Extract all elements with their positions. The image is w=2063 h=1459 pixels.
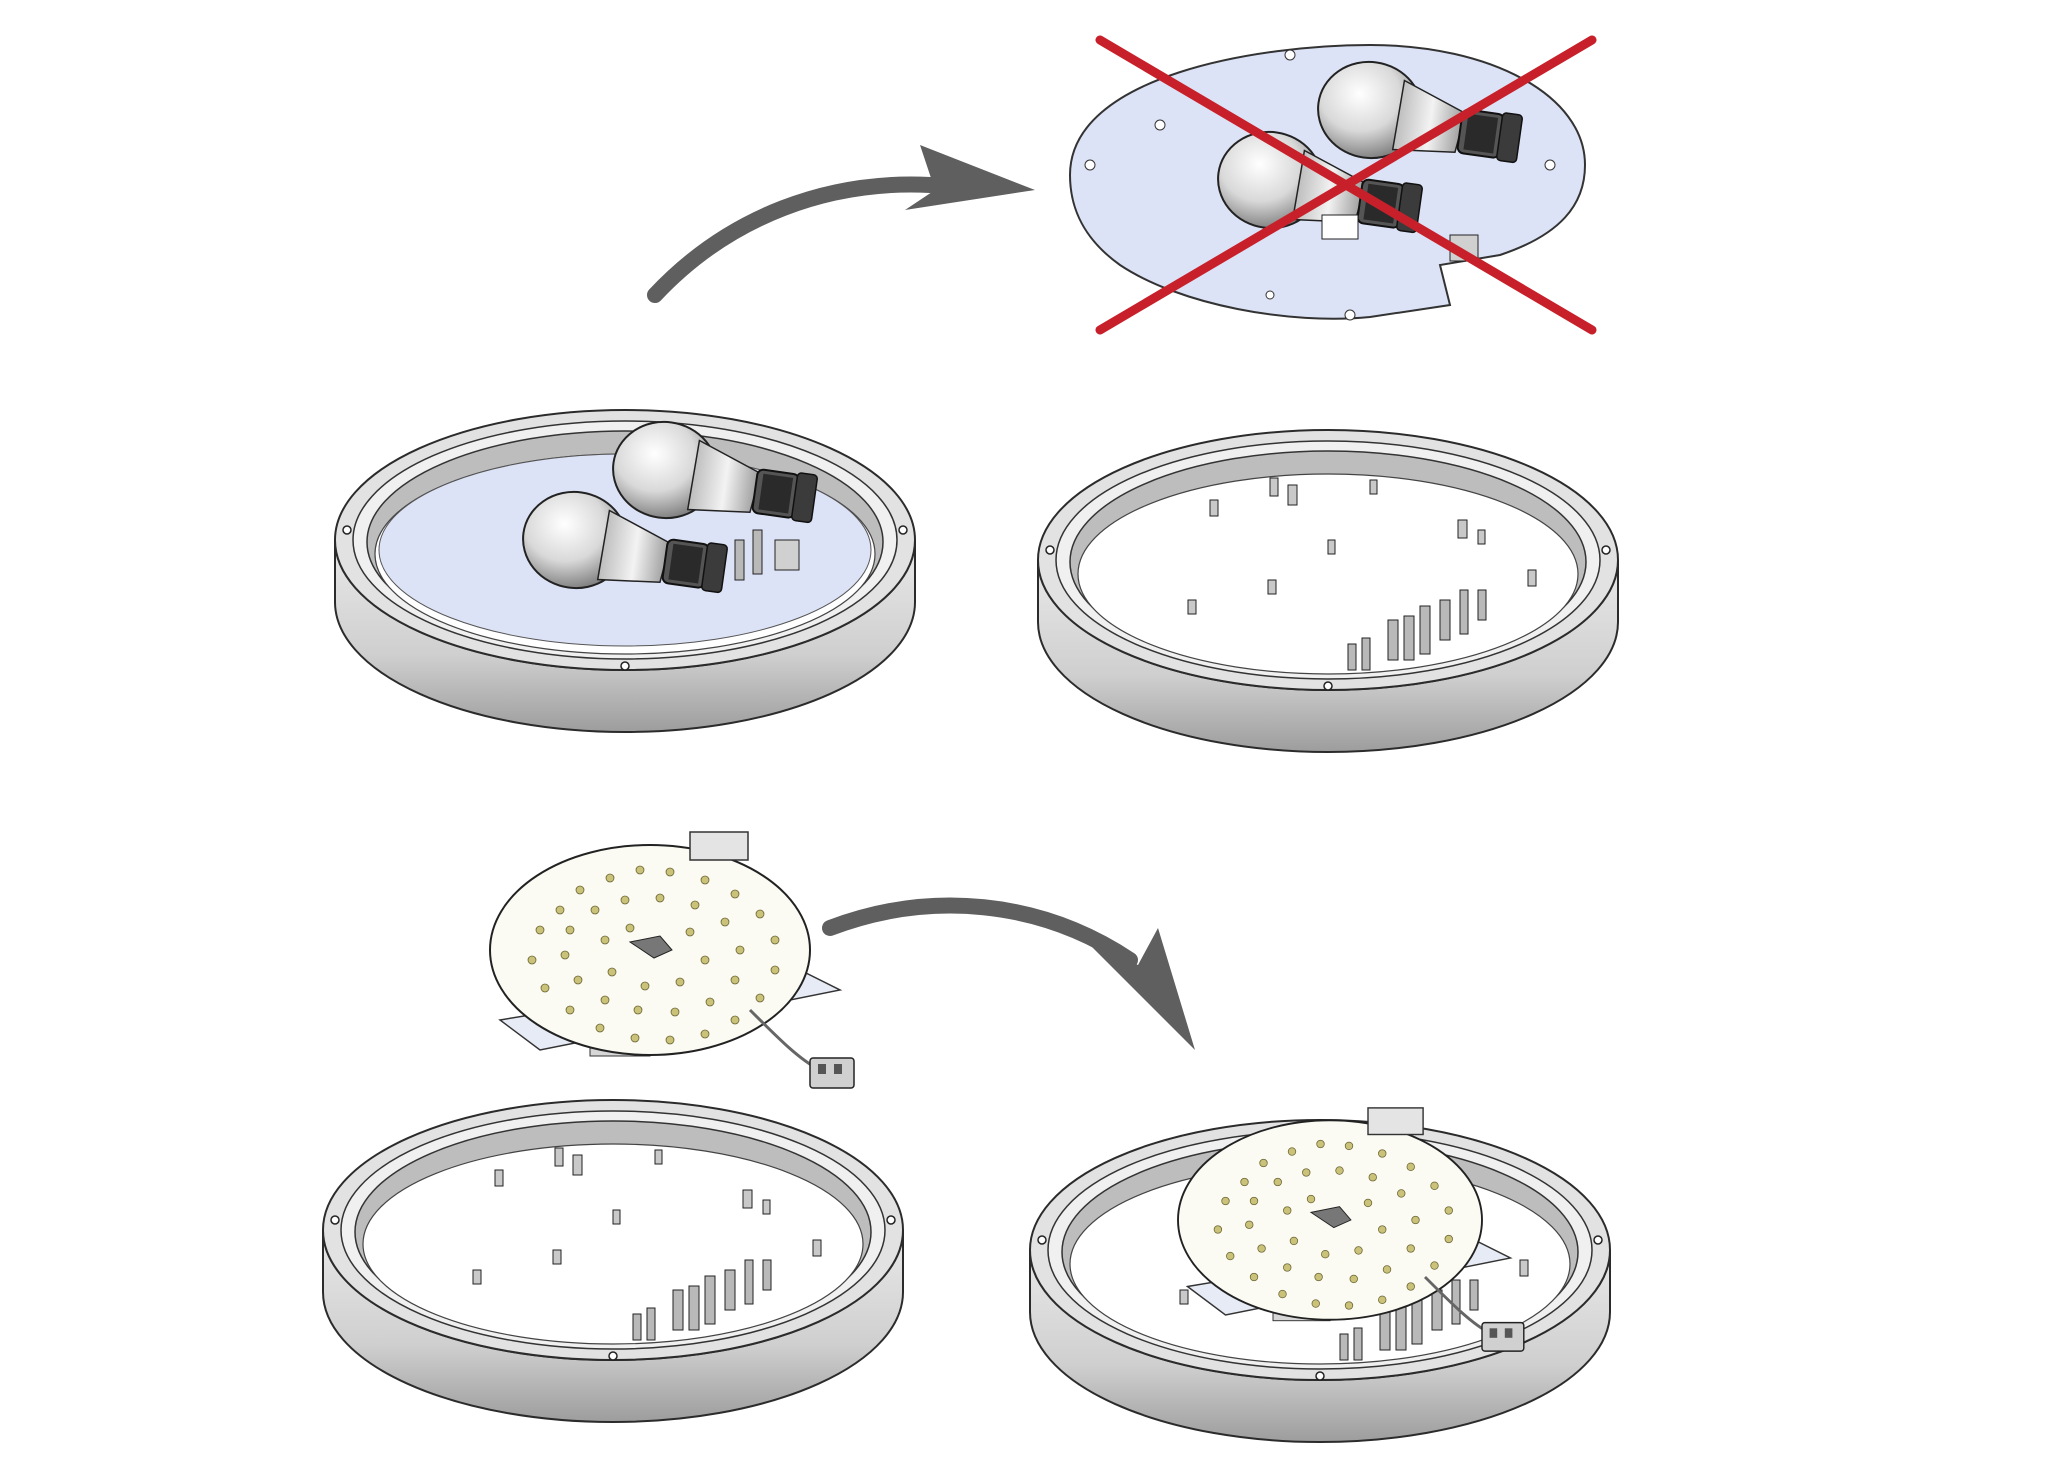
step-2-empty-housing [1037,429,1619,753]
step-3-led-module [488,830,856,1090]
step-1-luminaire-with-bulbs [334,409,916,733]
step-4-installed-led-luminaire [1029,1106,1611,1443]
curved-arrow-icon [647,145,1035,303]
step-3-empty-housing [322,1099,904,1423]
step-2-removed-old-plate [1068,35,1597,335]
curved-arrow-icon [822,897,1195,1050]
red-cross-icon [1095,35,1597,335]
